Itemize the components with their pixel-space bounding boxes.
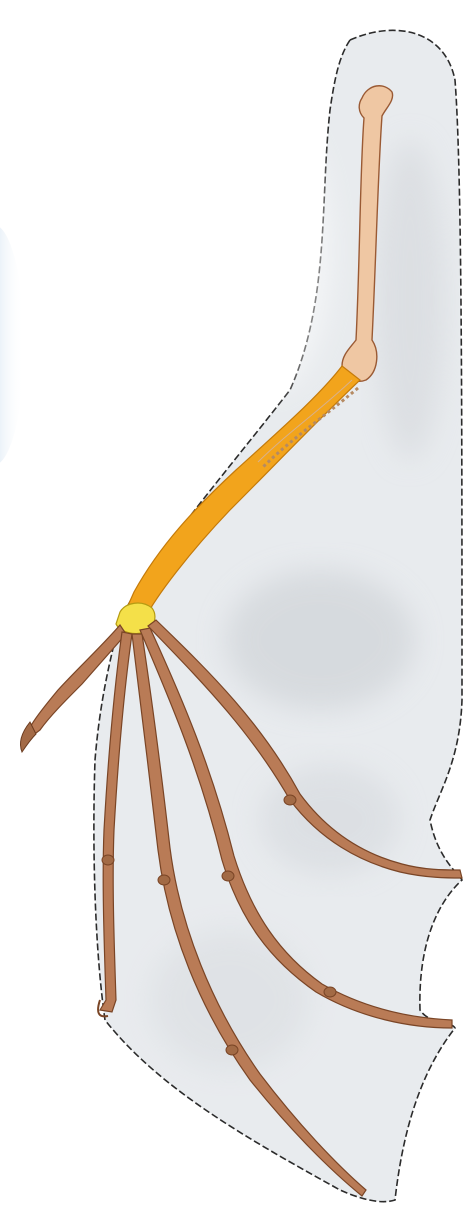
- digit-4-joint-1: [222, 871, 234, 881]
- digit-5-joint-1: [284, 795, 296, 805]
- membrane-highlight: [210, 110, 330, 390]
- membrane-shadow-1: [225, 570, 415, 710]
- digit-3-joint-1: [158, 875, 170, 885]
- digit-2-joint: [102, 855, 114, 865]
- membrane-shadow-3: [375, 140, 445, 460]
- digit-4-joint-2: [324, 987, 336, 997]
- digit-3-joint-2: [226, 1045, 238, 1055]
- left-edge-blue-shape: [0, 225, 24, 465]
